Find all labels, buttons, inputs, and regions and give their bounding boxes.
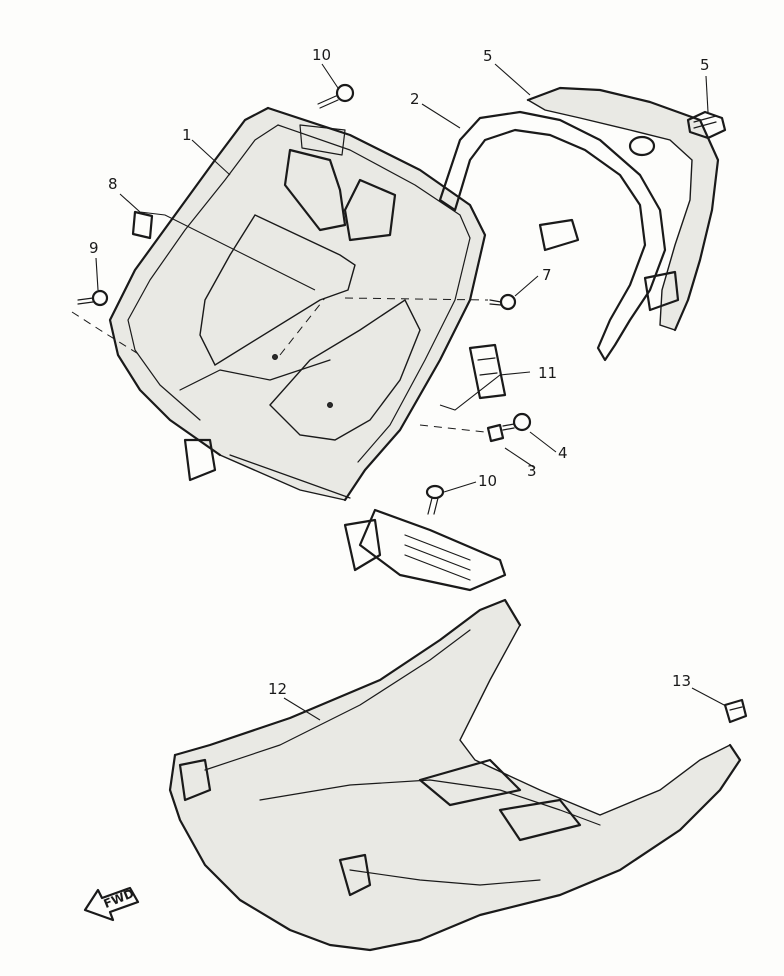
trim-part-2 [438,110,667,362]
callout-9: 9 [89,239,99,257]
rivet-part-7 [489,293,517,311]
callouts: 10 1 2 5 5 8 9 7 11 4 3 10 12 13 [89,46,710,698]
label-part-8 [131,210,154,240]
fwd-label: FWD [102,886,136,911]
footboard-lip [358,508,507,592]
fwd-arrow: FWD [83,886,140,922]
callout-5-left: 5 [483,47,493,65]
callout-12: 12 [268,680,287,698]
clip-part-6 [686,110,727,140]
screw-part-4 [502,412,532,432]
clip-part-13 [723,698,748,724]
callout-3: 3 [527,462,537,480]
bracket-part-11 [468,343,507,400]
leader-lines [95,63,727,721]
callout-8: 8 [108,175,118,193]
bolt-part-10-middle [425,484,445,515]
callout-1: 1 [182,126,192,144]
callout-13: 13 [672,672,691,690]
callout-5-right: 5 [700,56,710,74]
callout-4: 4 [558,444,568,462]
leg-shield-part-1 [108,106,487,572]
callout-10-top: 10 [312,46,331,64]
screw-part-9 [77,289,109,307]
callout-10-middle: 10 [478,472,497,490]
assembly-lines [71,297,489,433]
cover-part-5 [526,86,720,332]
callout-11: 11 [538,364,557,382]
lower-body-part-12 [168,598,742,952]
nut-part-3 [486,423,505,443]
bolt-part-10-top [317,83,355,109]
callout-7: 7 [542,266,552,284]
callout-2: 2 [410,90,420,108]
